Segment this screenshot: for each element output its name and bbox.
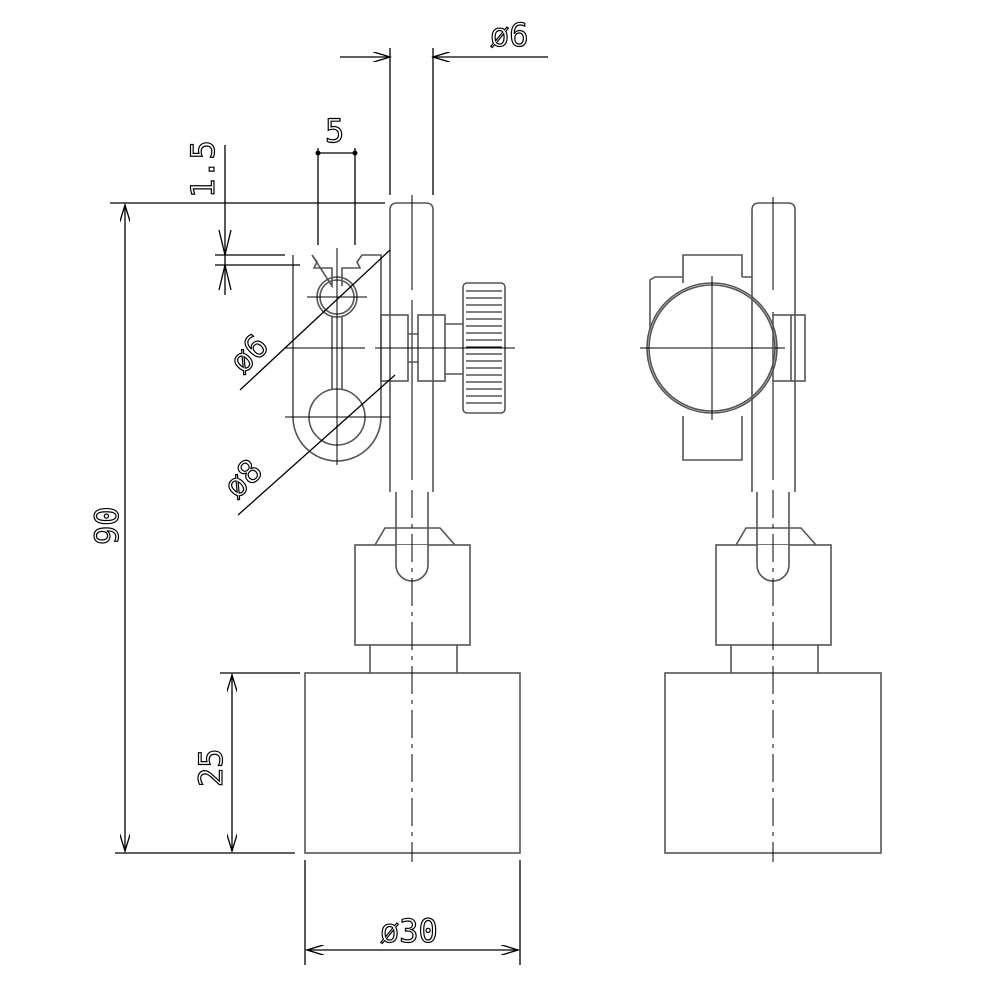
dimension-rod: ø6 [340, 15, 548, 195]
rod-diameter-label: ø6 [490, 16, 529, 54]
large-hole-label: ø8 [216, 452, 270, 506]
dimension-slot-width: 5 [315, 111, 358, 245]
front-view [285, 195, 521, 862]
slot-width-label: 5 [325, 112, 344, 150]
total-height-label: 90 [88, 506, 126, 545]
dimension-height: 90 25 [87, 205, 300, 854]
side-view [640, 197, 882, 862]
dimension-holes: ø6 ø8 [215, 249, 396, 516]
clamp-body [292, 254, 382, 462]
base-height-label: 25 [192, 748, 230, 787]
base-diameter-label: ø30 [380, 912, 438, 950]
dimension-base: ø30 [304, 860, 521, 965]
dimension-slot-depth: 1.5 [110, 140, 385, 295]
small-hole-label: ø6 [222, 327, 276, 381]
slot-depth-label: 1.5 [184, 140, 222, 198]
